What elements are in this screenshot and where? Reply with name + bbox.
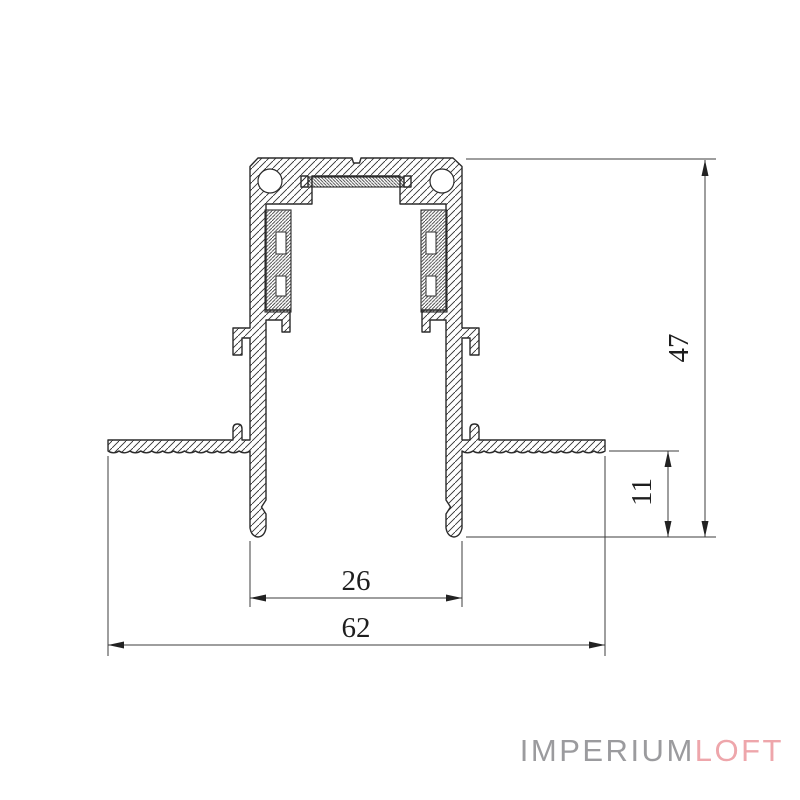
right-screw-port (429, 168, 455, 194)
strip-retainer-left (300, 175, 309, 188)
dim-overall-height: 47 (466, 158, 716, 538)
arrowhead (446, 594, 462, 602)
dim-flange-depth: 11 (609, 450, 679, 537)
arrowhead (664, 521, 672, 537)
right-contact-window-2 (425, 275, 437, 297)
arrowhead (250, 594, 266, 602)
brand-watermark-secondary: LOFT (694, 733, 784, 768)
dim-inner-width: 26 (249, 541, 463, 607)
left-conductor-insert (264, 209, 292, 313)
dim-label-overall-height: 47 (663, 334, 695, 363)
dim-label-overall-width: 62 (342, 612, 371, 644)
arrowhead (108, 641, 124, 649)
arrowhead (701, 521, 709, 537)
dim-overall-width: 62 (107, 456, 606, 656)
left-contact-window-1 (275, 231, 287, 255)
brand-watermark: IMPERIUMLOFT (520, 735, 784, 766)
left-screw-port (257, 168, 283, 194)
strip-retainer-right (403, 175, 412, 188)
brand-watermark-primary: IMPERIUM (519, 733, 695, 768)
left-contact-window-2 (275, 275, 287, 297)
dim-label-inner-width: 26 (342, 565, 371, 597)
arrowhead (589, 641, 605, 649)
profile-cross-section (107, 157, 606, 538)
aluminum-profile-body (107, 157, 606, 538)
dimensions: 62 26 47 (107, 158, 716, 656)
arrowhead (701, 160, 709, 176)
dim-label-flange-depth: 11 (626, 478, 658, 506)
right-conductor-insert (420, 209, 448, 313)
arrowhead (664, 451, 672, 467)
right-contact-window-1 (425, 231, 437, 255)
cover-strip (307, 176, 405, 188)
